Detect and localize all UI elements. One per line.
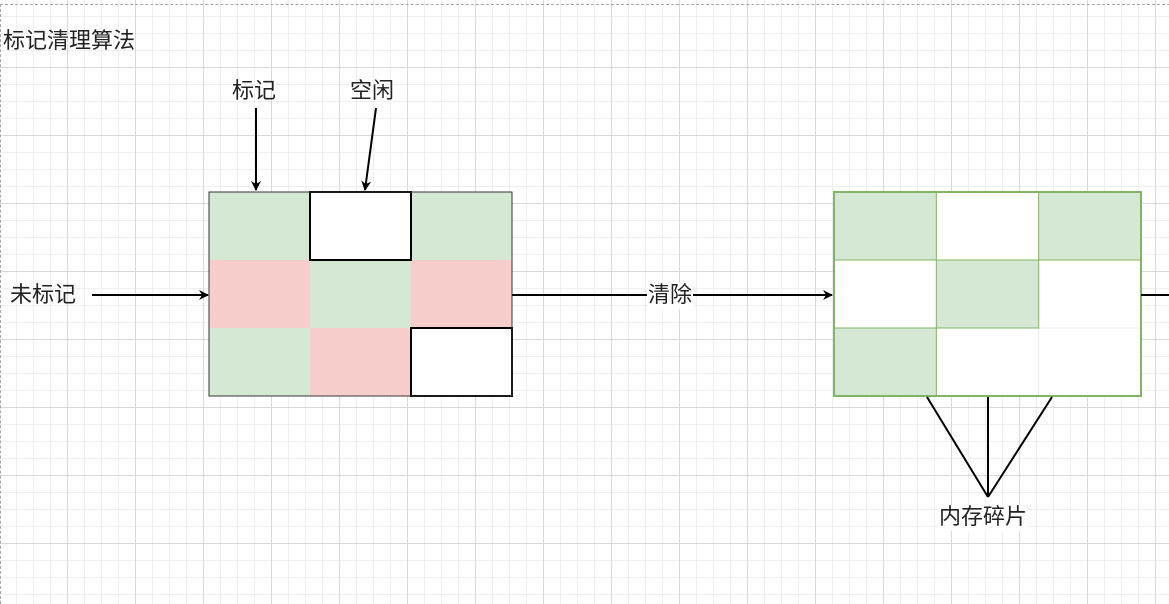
fragment-line-right: [987, 396, 1053, 498]
before-cell-r1-c3-marked: [411, 192, 512, 260]
after-memory-grid: [833, 191, 1142, 397]
before-cell-r3-c3-free: [410, 327, 513, 397]
before-cell-r1-c1-marked: [209, 192, 310, 260]
before-cell-r2-c1-unmarked: [209, 260, 310, 328]
before-cell-r2-c2-marked: [310, 260, 411, 328]
fragment-line-left: [926, 396, 989, 498]
after-cell-r2-c2-marked: [935, 259, 1040, 329]
unmarked-label: 未标记: [10, 283, 77, 308]
before-cell-r3-c1-marked: [209, 328, 310, 396]
diagram-title: 标记清理算法: [3, 29, 136, 54]
after-cell-r2-c1-free: [833, 259, 937, 329]
after-cell-r1-c1-marked: [833, 191, 937, 261]
before-cell-r3-c2-unmarked: [310, 328, 411, 396]
after-cell-r3-c3-free: [1038, 327, 1142, 397]
sweep-label: 清除: [647, 283, 694, 309]
before-cell-r2-c3-unmarked: [411, 260, 512, 328]
before-cell-r1-c2-free: [309, 191, 412, 261]
marked-label: 标记: [232, 79, 277, 104]
after-cell-r1-c2-free: [935, 191, 1040, 261]
after-cell-r3-c2-free: [935, 327, 1040, 397]
after-cell-r1-c3-marked: [1038, 191, 1142, 261]
free-arrow: [361, 107, 377, 191]
before-memory-grid: [209, 191, 513, 397]
free-label: 空闲: [350, 79, 395, 104]
fragmentation-label: 内存碎片: [938, 505, 1029, 531]
diagram-frame: [0, 4, 1169, 604]
after-cell-r2-c3-free: [1038, 259, 1142, 329]
diagram-canvas: [92, 107, 1169, 498]
after-cell-r3-c1-marked: [833, 327, 937, 397]
